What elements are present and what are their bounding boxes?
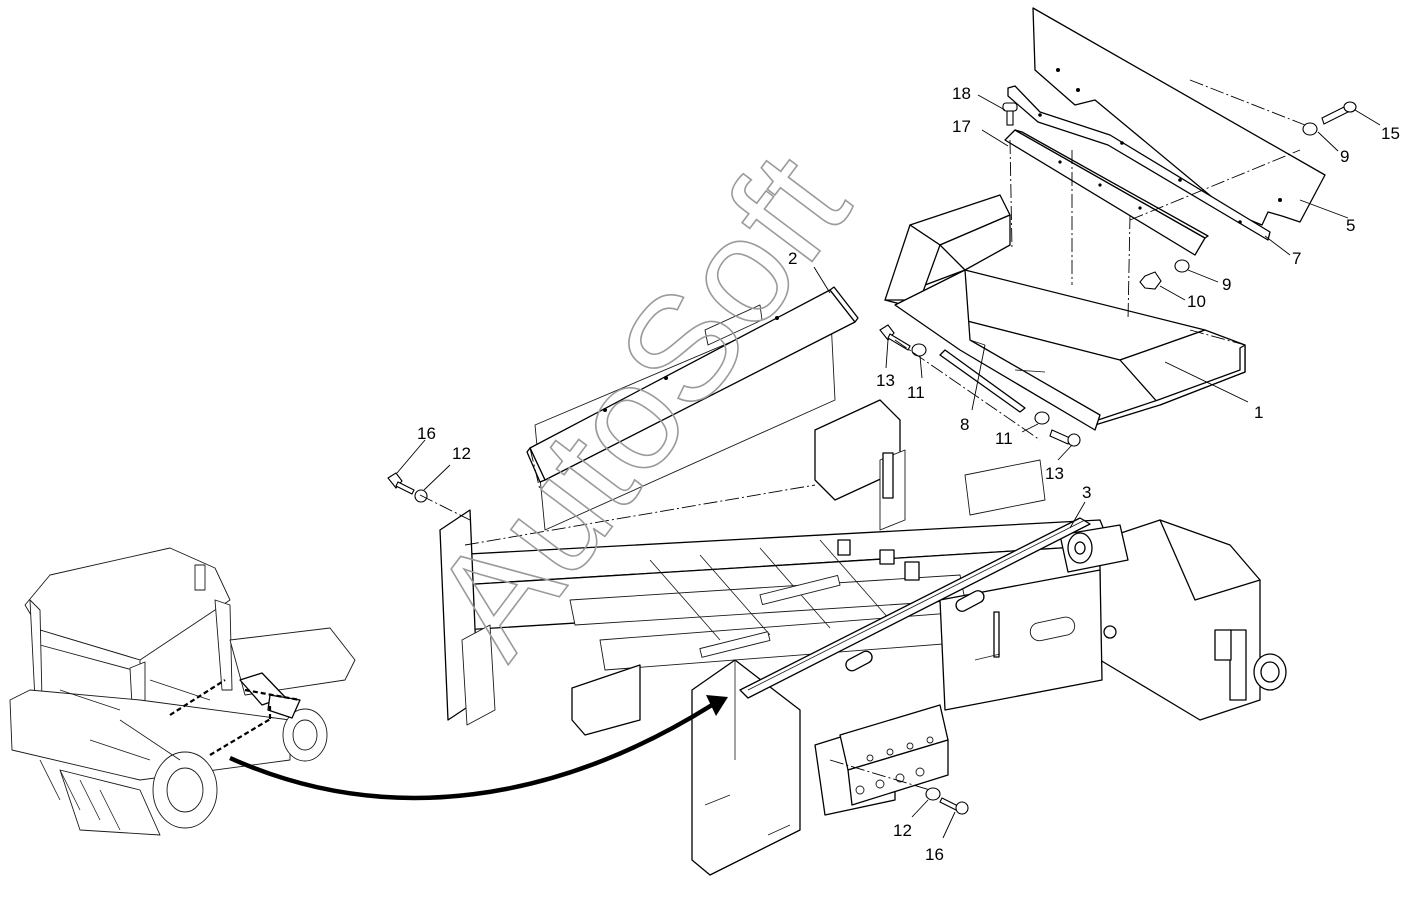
part-17-angle <box>1004 129 1209 256</box>
callout-18: 18 <box>952 84 971 103</box>
part-8-rod <box>939 349 1026 413</box>
callout-1: 1 <box>1254 403 1263 422</box>
callout-11a: 11 <box>907 383 925 402</box>
reference-arrow <box>229 695 728 801</box>
callout-15: 15 <box>1381 124 1400 143</box>
callout-11b: 11 <box>995 429 1013 448</box>
callout-7: 7 <box>1292 249 1301 268</box>
machine-frame <box>439 299 1287 876</box>
inset-paver-machine <box>9 547 356 836</box>
part-7-bar <box>1007 85 1271 241</box>
washer-9a-icon <box>1302 122 1318 136</box>
bolt-13b-icon <box>1049 429 1081 447</box>
washer-11a-icon <box>911 343 927 357</box>
bolt-16b-icon <box>939 797 969 815</box>
callout-16a: 16 <box>417 424 436 443</box>
part-2-cover <box>526 286 859 483</box>
callout-2: 2 <box>788 249 797 268</box>
callout-9a: 9 <box>1340 147 1349 166</box>
callout-12a: 12 <box>452 444 471 463</box>
nut-10-icon <box>1139 271 1162 290</box>
bolt-13a-icon <box>879 324 911 351</box>
callout-labels: 1 2 3 5 7 8 9 9 10 11 11 12 12 13 13 15 … <box>417 84 1400 864</box>
washer-11b-icon <box>1034 411 1050 425</box>
callout-13a: 13 <box>876 371 895 390</box>
callout-9b: 9 <box>1222 275 1231 294</box>
part-5-plate <box>1032 7 1326 226</box>
part-3-strip <box>739 517 1091 699</box>
callout-10: 10 <box>1187 292 1206 311</box>
callout-16b: 16 <box>925 845 944 864</box>
bolt-18-icon <box>1002 102 1018 126</box>
bolt-15-icon <box>1321 101 1357 125</box>
bolt-16a-icon <box>387 472 415 495</box>
washer-9b-icon <box>1174 259 1190 273</box>
washer-12b-icon <box>925 787 941 801</box>
alignment-axes <box>419 79 1306 791</box>
leader-lines <box>396 94 1381 839</box>
callout-3: 3 <box>1082 483 1091 502</box>
callout-17: 17 <box>952 117 971 136</box>
callout-12b: 12 <box>893 821 912 840</box>
callout-13b: 13 <box>1045 464 1064 483</box>
callout-5: 5 <box>1346 216 1355 235</box>
callout-8: 8 <box>960 415 969 434</box>
part-1-tray <box>884 194 1246 431</box>
